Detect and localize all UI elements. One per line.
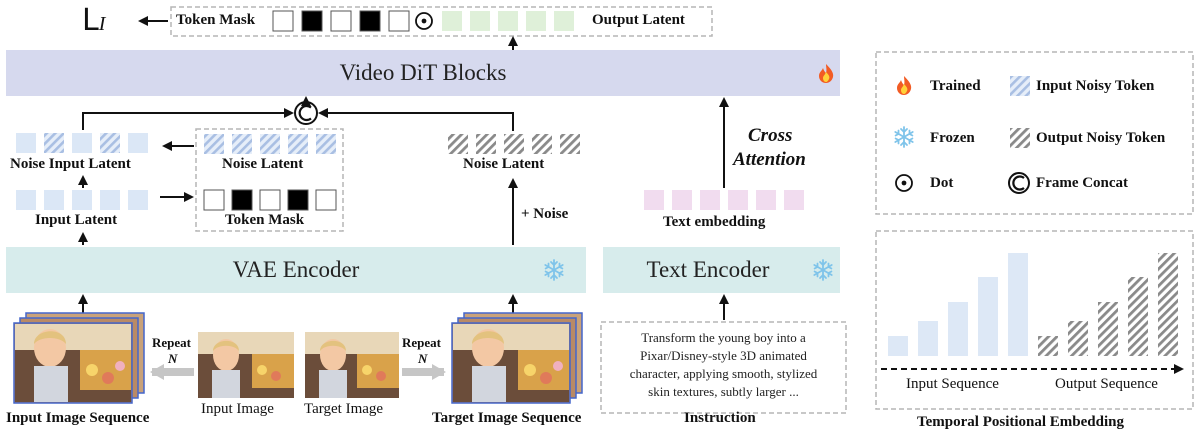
instruction-text: Transform the young boy into a Pixar/Dis… xyxy=(603,329,844,401)
repeat-right-label: Repeat xyxy=(402,335,441,350)
input-latent-tokens xyxy=(16,190,148,210)
legend-frozen-label: Frozen xyxy=(930,130,975,146)
loss-symbol: L xyxy=(82,3,99,38)
vae-block-label: VAE Encoder xyxy=(232,257,360,282)
frame-concat-icon xyxy=(1008,172,1030,194)
legend-box xyxy=(875,51,1194,215)
dit-block-label: Video DiT Blocks xyxy=(339,60,507,85)
legend-output-noisy-token-label: Output Noisy Token xyxy=(1036,130,1166,146)
loss-label: LI xyxy=(82,6,105,36)
dot-operator-icon xyxy=(415,12,433,30)
instruction-label: Instruction xyxy=(684,410,756,426)
noise-latent-right-tokens xyxy=(448,134,580,154)
token-mask-label: Token Mask xyxy=(225,212,305,228)
noise-input-latent-label: Noise Input Latent xyxy=(10,156,131,172)
tpe-box xyxy=(875,230,1194,410)
instruction-box xyxy=(600,321,847,414)
loss-subscript: I xyxy=(98,13,106,35)
plus-noise-label: + Noise xyxy=(521,206,569,222)
input-image-label: Input Image xyxy=(201,401,274,417)
legend-trained-label: Trained xyxy=(930,78,981,94)
instruction-line: skin textures, subtly larger ... xyxy=(648,384,799,399)
instruction-line: Transform the young boy into a xyxy=(641,330,806,345)
output-latent-label: Output Latent xyxy=(592,12,685,28)
target-image-thumb xyxy=(305,332,399,398)
tpe-output-sequence-label: Output Sequence xyxy=(1055,376,1158,392)
top-token-mask-label: Token Mask xyxy=(176,12,256,28)
flame-icon xyxy=(897,76,912,95)
text-embedding-label: Text embedding xyxy=(663,214,766,230)
noise-input-latent-tokens xyxy=(16,133,148,153)
instruction-line: Pixar/Disney-style 3D animated xyxy=(640,348,807,363)
input-image-thumb xyxy=(198,332,294,398)
output-noisy-token-swatch xyxy=(1010,128,1030,148)
cross-label: Cross xyxy=(748,125,793,146)
token-mask-tokens xyxy=(203,189,337,211)
top-token-mask xyxy=(272,10,410,32)
repeat-left-label: Repeat xyxy=(152,335,191,350)
video-dit-blocks xyxy=(6,50,840,96)
text-encoder-block xyxy=(603,247,840,293)
tpe-input-bars xyxy=(888,253,1028,356)
noise-latent-left-tokens xyxy=(204,134,336,154)
n-right-label: N xyxy=(418,351,428,366)
noise-latent-left-label: Noise Latent xyxy=(222,156,304,172)
noise-mask-box xyxy=(195,128,344,232)
legend-input-noisy-token-label: Input Noisy Token xyxy=(1036,78,1155,94)
legend-frame-concat-label: Frame Concat xyxy=(1036,175,1129,191)
attention-label: Attention xyxy=(733,149,806,170)
n-left-label: N xyxy=(168,351,178,366)
tpe-output-bars xyxy=(1038,253,1178,356)
legend-dot-label: Dot xyxy=(930,175,954,191)
text-encoder-label: Text Encoder xyxy=(646,257,770,282)
input-noisy-token-swatch xyxy=(1010,76,1030,96)
input-image-sequence-stack xyxy=(13,312,145,404)
tpe-input-sequence-label: Input Sequence xyxy=(906,376,999,392)
target-image-sequence-stack xyxy=(451,312,583,404)
noise-latent-right-label: Noise Latent xyxy=(463,156,545,172)
tpe-title: Temporal Positional Embedding xyxy=(917,414,1124,430)
target-image-label: Target Image xyxy=(304,401,384,417)
frame-concat-icon xyxy=(294,101,318,125)
instruction-line: character, applying smooth, stylized xyxy=(629,366,818,381)
output-bar xyxy=(170,6,713,37)
dot-operator-icon xyxy=(895,174,913,192)
vae-encoder-block xyxy=(6,247,586,293)
text-embedding-tokens xyxy=(644,190,804,210)
snowflake-icon xyxy=(894,126,914,148)
input-image-sequence-label: Input Image Sequence xyxy=(6,410,150,426)
input-latent-label: Input Latent xyxy=(35,212,118,228)
target-image-sequence-label: Target Image Sequence xyxy=(432,410,582,426)
output-latent-tokens xyxy=(442,11,574,31)
